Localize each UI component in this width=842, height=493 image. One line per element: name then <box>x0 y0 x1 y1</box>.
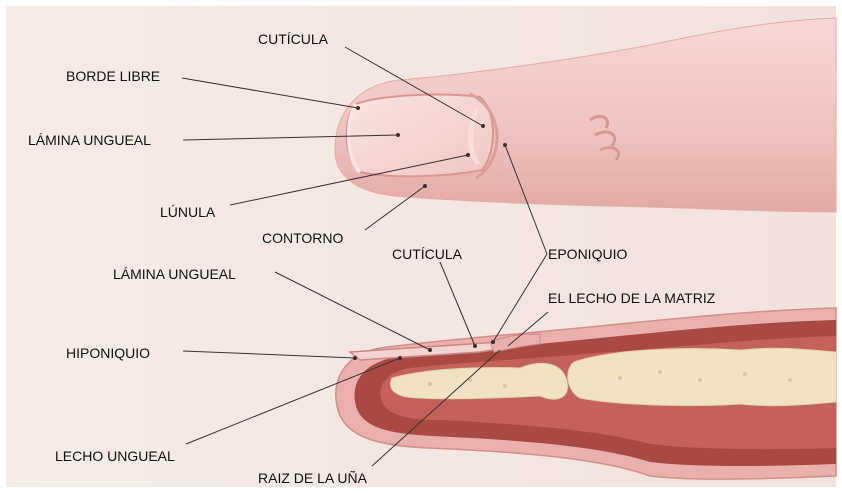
label-cuticula-bottom: CUTÍCULA <box>392 246 462 262</box>
label-lunula: LÚNULA <box>160 204 215 220</box>
label-hiponiquio: HIPONIQUIO <box>66 345 150 361</box>
label-eponiquio: EPONIQUIO <box>548 246 627 262</box>
label-lamina-bottom: LÁMINA UNGUEAL <box>113 266 236 282</box>
label-lecho-matriz: EL LECHO DE LA MATRIZ <box>548 290 715 306</box>
label-lecho-ungueal: LECHO UNGUEAL <box>55 448 175 464</box>
label-raiz: RAIZ DE LA UÑA <box>258 470 367 486</box>
label-borde-libre: BORDE LIBRE <box>66 68 160 84</box>
label-lamina-top: LÁMINA UNGUEAL <box>28 132 151 148</box>
label-cuticula-top: CUTÍCULA <box>258 31 328 47</box>
label-contorno: CONTORNO <box>262 230 343 246</box>
